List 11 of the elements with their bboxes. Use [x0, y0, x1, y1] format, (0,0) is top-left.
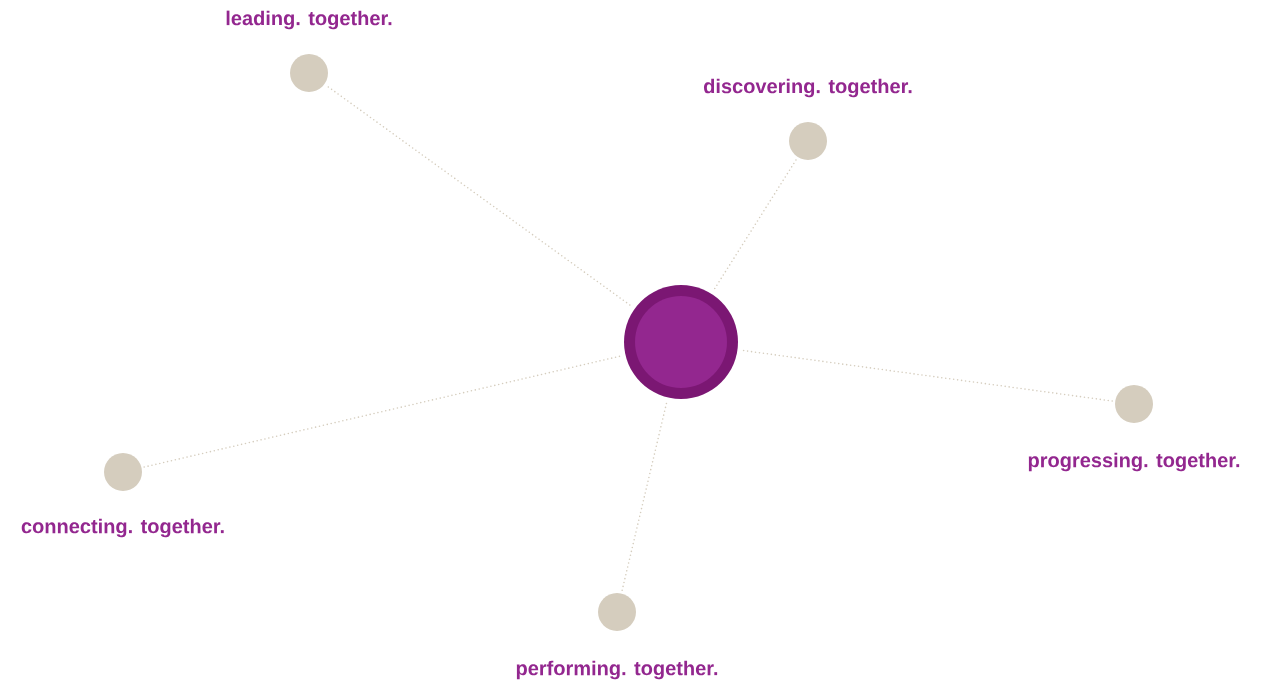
node-caption: progressing. together. — [1028, 452, 1240, 472]
node-caption: performing. together. — [516, 660, 718, 680]
dotted-line — [325, 84, 631, 306]
dotted-line — [621, 402, 668, 593]
hub-circle — [624, 285, 738, 399]
dotted-line — [742, 349, 1114, 402]
dotted-line — [713, 158, 798, 290]
node-caption: leading. together. — [226, 10, 392, 30]
node-caption: discovering. together. — [704, 78, 912, 98]
dotted-line — [142, 355, 621, 468]
node-caption: connecting. together. — [21, 518, 224, 538]
